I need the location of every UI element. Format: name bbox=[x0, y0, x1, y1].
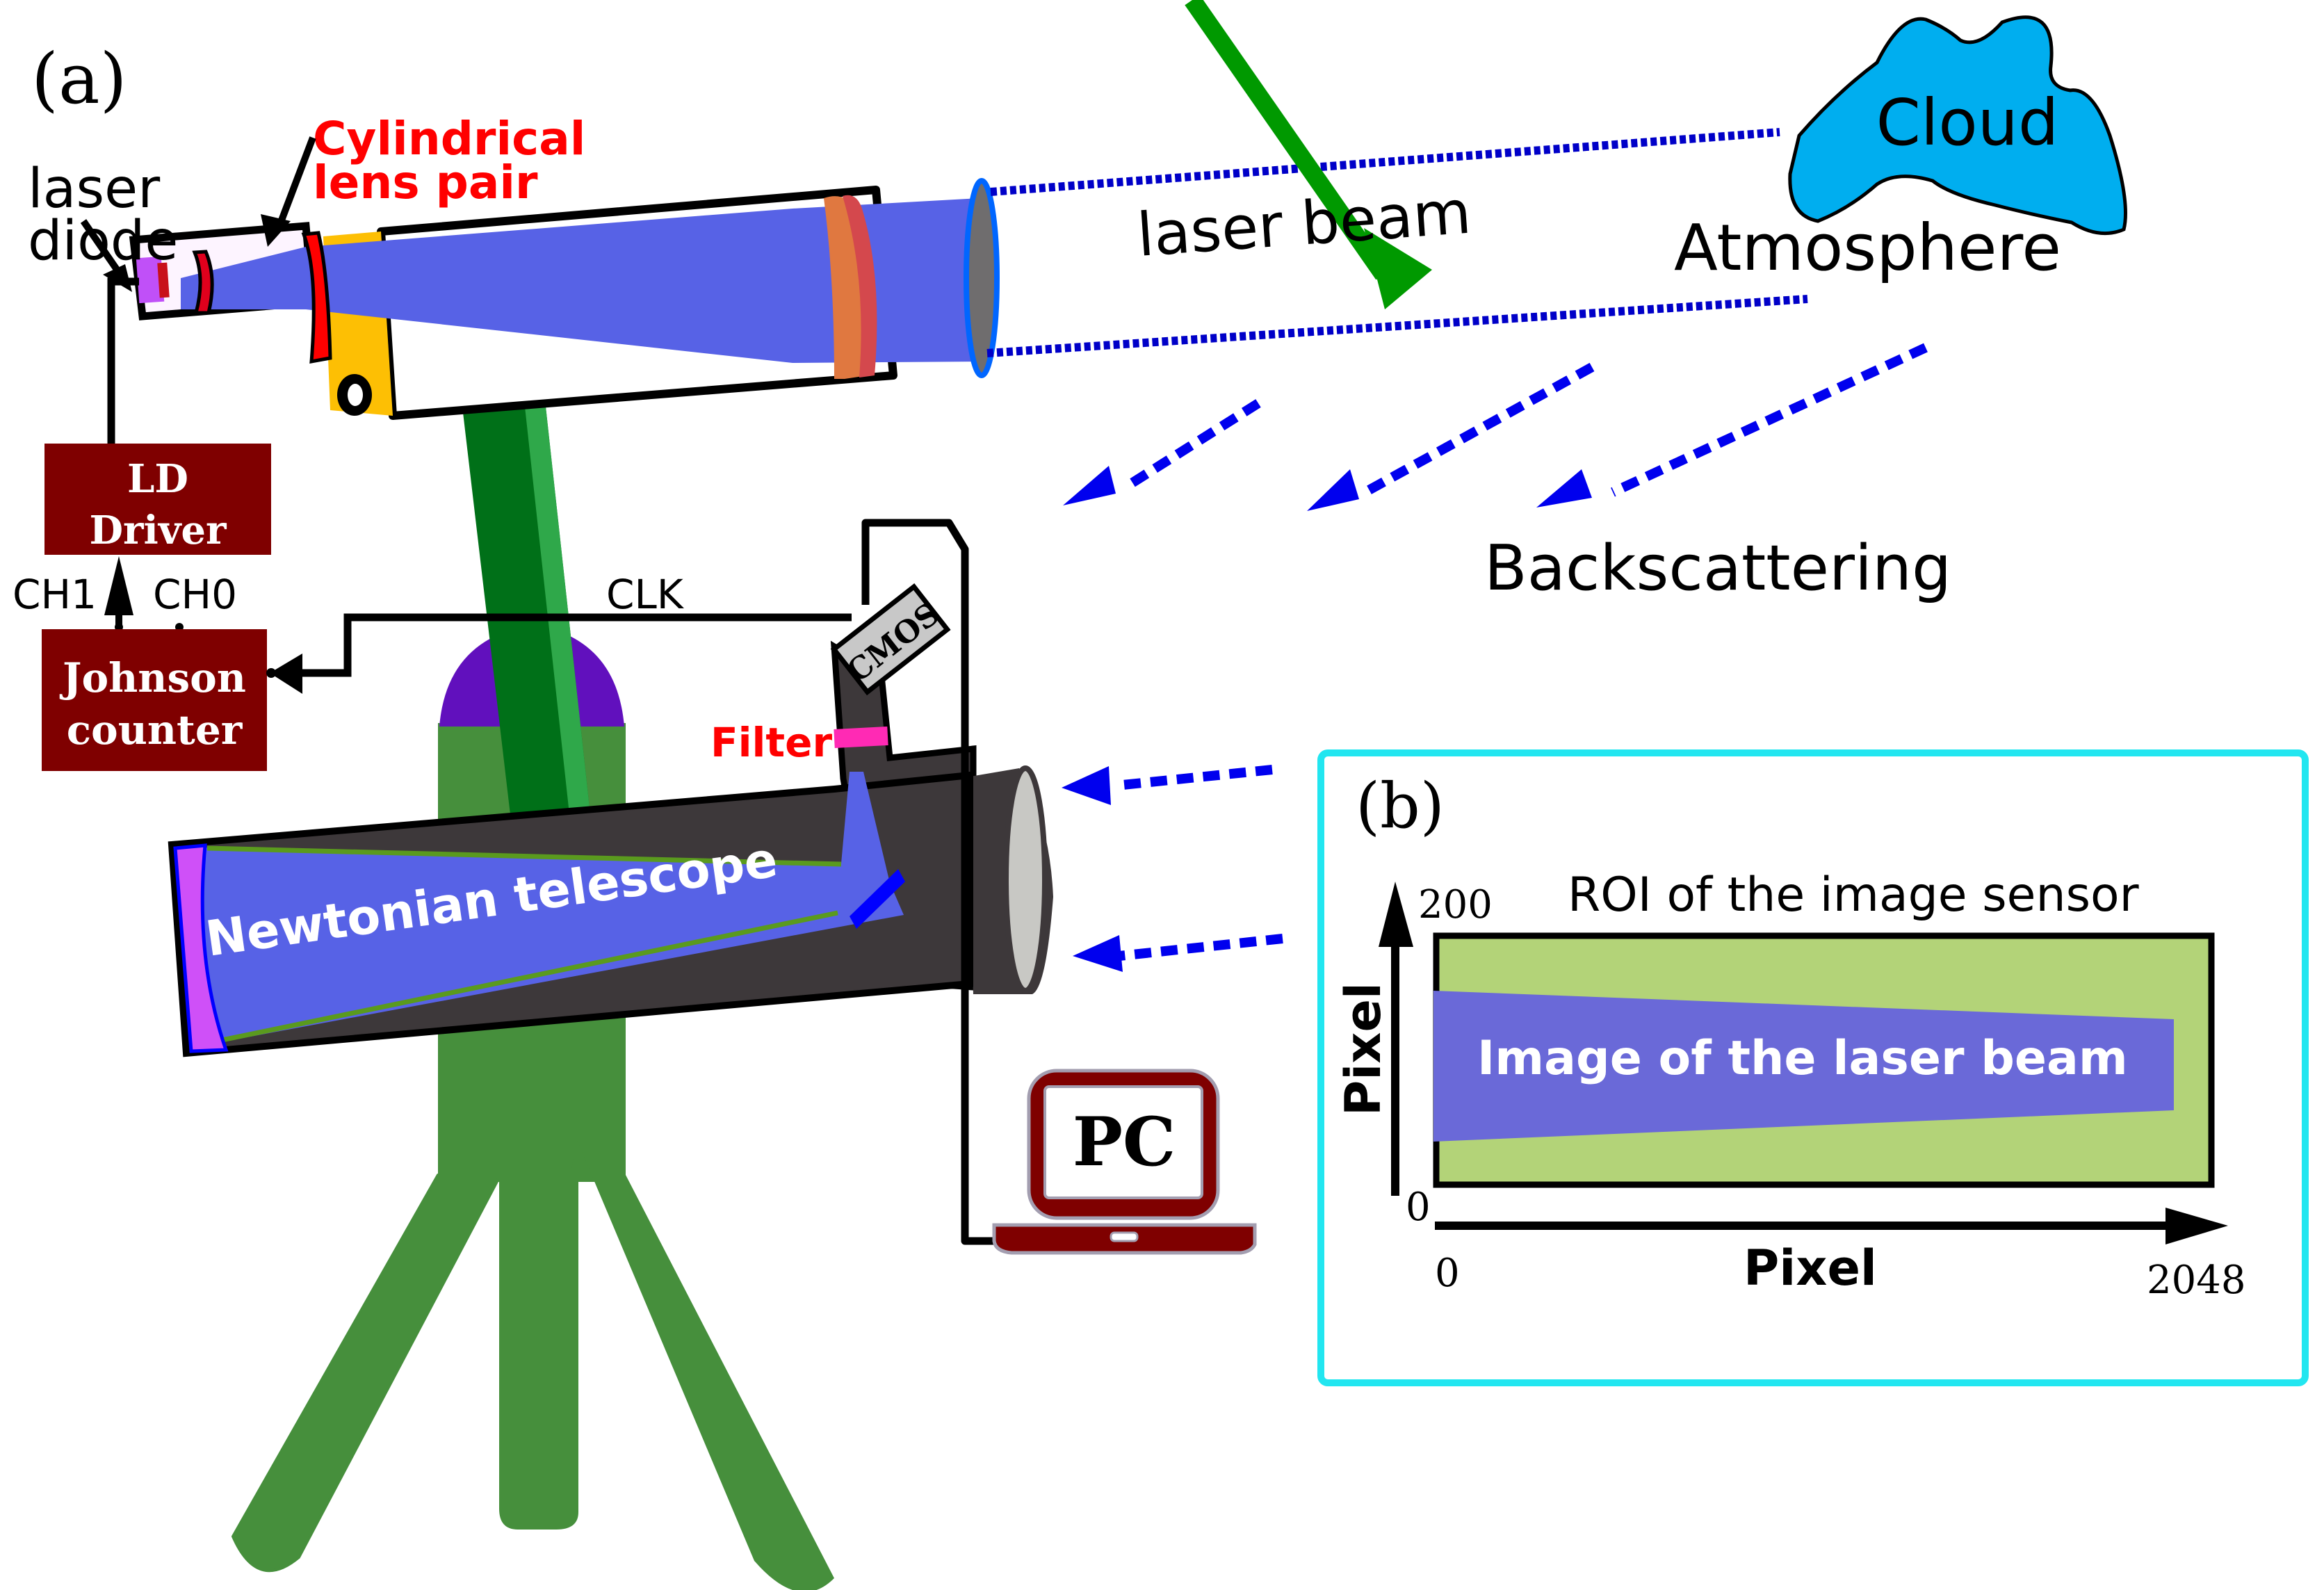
laser-diode bbox=[136, 256, 165, 304]
pc-laptop: PC bbox=[992, 1069, 1257, 1255]
arrowhead bbox=[1063, 466, 1116, 505]
roi-title: ROI of the image sensor bbox=[1568, 868, 2139, 923]
x-axis-label: Pixel bbox=[1744, 1240, 1877, 1297]
y-tick-min: 0 bbox=[1406, 1185, 1431, 1230]
y-axis-arrowhead bbox=[1379, 882, 1413, 947]
primary-mirror bbox=[173, 843, 229, 1053]
cylindrical-lens-label-line1: Cylindrical bbox=[313, 112, 585, 165]
backscattering-arrows bbox=[1115, 343, 1928, 961]
beam-cone bbox=[181, 198, 980, 363]
tripod-leg-right bbox=[570, 1140, 834, 1590]
panel-b: (b) ROI of the image sensor Image of the… bbox=[1317, 749, 2309, 1386]
y-axis-label: Pixel bbox=[1335, 982, 1392, 1116]
clk-arrowhead bbox=[270, 654, 302, 694]
cylindrical-lens-2 bbox=[301, 231, 332, 364]
label-pointer-arrows bbox=[80, 136, 316, 292]
tripod-leg-left bbox=[231, 1174, 502, 1573]
atmosphere-label: Atmosphere bbox=[1674, 211, 2061, 285]
clk-label: CLK bbox=[606, 571, 685, 618]
cylindrical-lens-1 bbox=[192, 250, 214, 315]
laser-diode-label-line1: laser bbox=[28, 158, 161, 220]
ch1-arrowhead bbox=[104, 556, 133, 615]
ld-driver-label-line1: LD bbox=[127, 456, 188, 502]
arrowhead bbox=[1307, 469, 1359, 511]
pc-label: PC bbox=[1073, 1103, 1176, 1181]
beam-image-label: Image of the laser beam bbox=[1477, 1031, 2128, 1086]
beam-image bbox=[1433, 991, 2174, 1142]
laser-beam-boundaries bbox=[986, 128, 1808, 357]
backscattering-arrowheads bbox=[1062, 466, 1592, 972]
laser-diode-label-line2: diode bbox=[28, 210, 178, 273]
panel-a-label: (a) bbox=[31, 38, 127, 120]
tripod-leg-middle bbox=[499, 1126, 578, 1530]
ld-driver-label-line2: Driver bbox=[89, 508, 227, 553]
telescope-aperture bbox=[1003, 765, 1048, 993]
arrowhead bbox=[1073, 935, 1123, 972]
data-wire bbox=[861, 519, 998, 1245]
johnson-counter-box: Johnson counter bbox=[42, 629, 267, 771]
johnson-counter-label-line1: Johnson bbox=[59, 654, 246, 701]
ch1-label: CH1 bbox=[13, 571, 97, 618]
x-tick-min: 0 bbox=[1435, 1251, 1460, 1296]
telescope-light-path bbox=[181, 772, 904, 1046]
filter-label: Filter bbox=[710, 719, 832, 766]
optical-filter bbox=[834, 726, 888, 748]
secondary-mirror bbox=[850, 869, 905, 929]
johnson-counter-label-line2: counter bbox=[67, 706, 243, 754]
arrowhead bbox=[1536, 469, 1592, 508]
newtonian-telescope: Newtonian telescope bbox=[168, 640, 1053, 1057]
arrowhead bbox=[1062, 766, 1111, 805]
panel-b-label: (b) bbox=[1356, 770, 1445, 843]
laser-beam-label: laser beam bbox=[1135, 178, 1473, 270]
y-tick-max: 200 bbox=[1418, 882, 1493, 927]
cloud-shape bbox=[1788, 15, 2127, 236]
cloud-label: Cloud bbox=[1876, 86, 2059, 160]
clk-wire bbox=[292, 613, 852, 677]
exit-window bbox=[964, 178, 1000, 378]
backscattering-label: Backscattering bbox=[1484, 532, 1951, 605]
ch0-label: CH0 bbox=[153, 571, 237, 618]
transmitter-telescope bbox=[129, 178, 1000, 420]
x-tick-max: 2048 bbox=[2147, 1258, 2246, 1303]
x-axis-arrowhead bbox=[2165, 1208, 2228, 1244]
beam-direction-arrow bbox=[1185, 0, 1432, 309]
ld-power-wire bbox=[107, 277, 139, 445]
cylindrical-lens-label-line2: lens pair bbox=[313, 156, 538, 209]
ld-driver-box: LD Driver bbox=[44, 444, 271, 555]
cloud: Cloud bbox=[1788, 15, 2127, 236]
